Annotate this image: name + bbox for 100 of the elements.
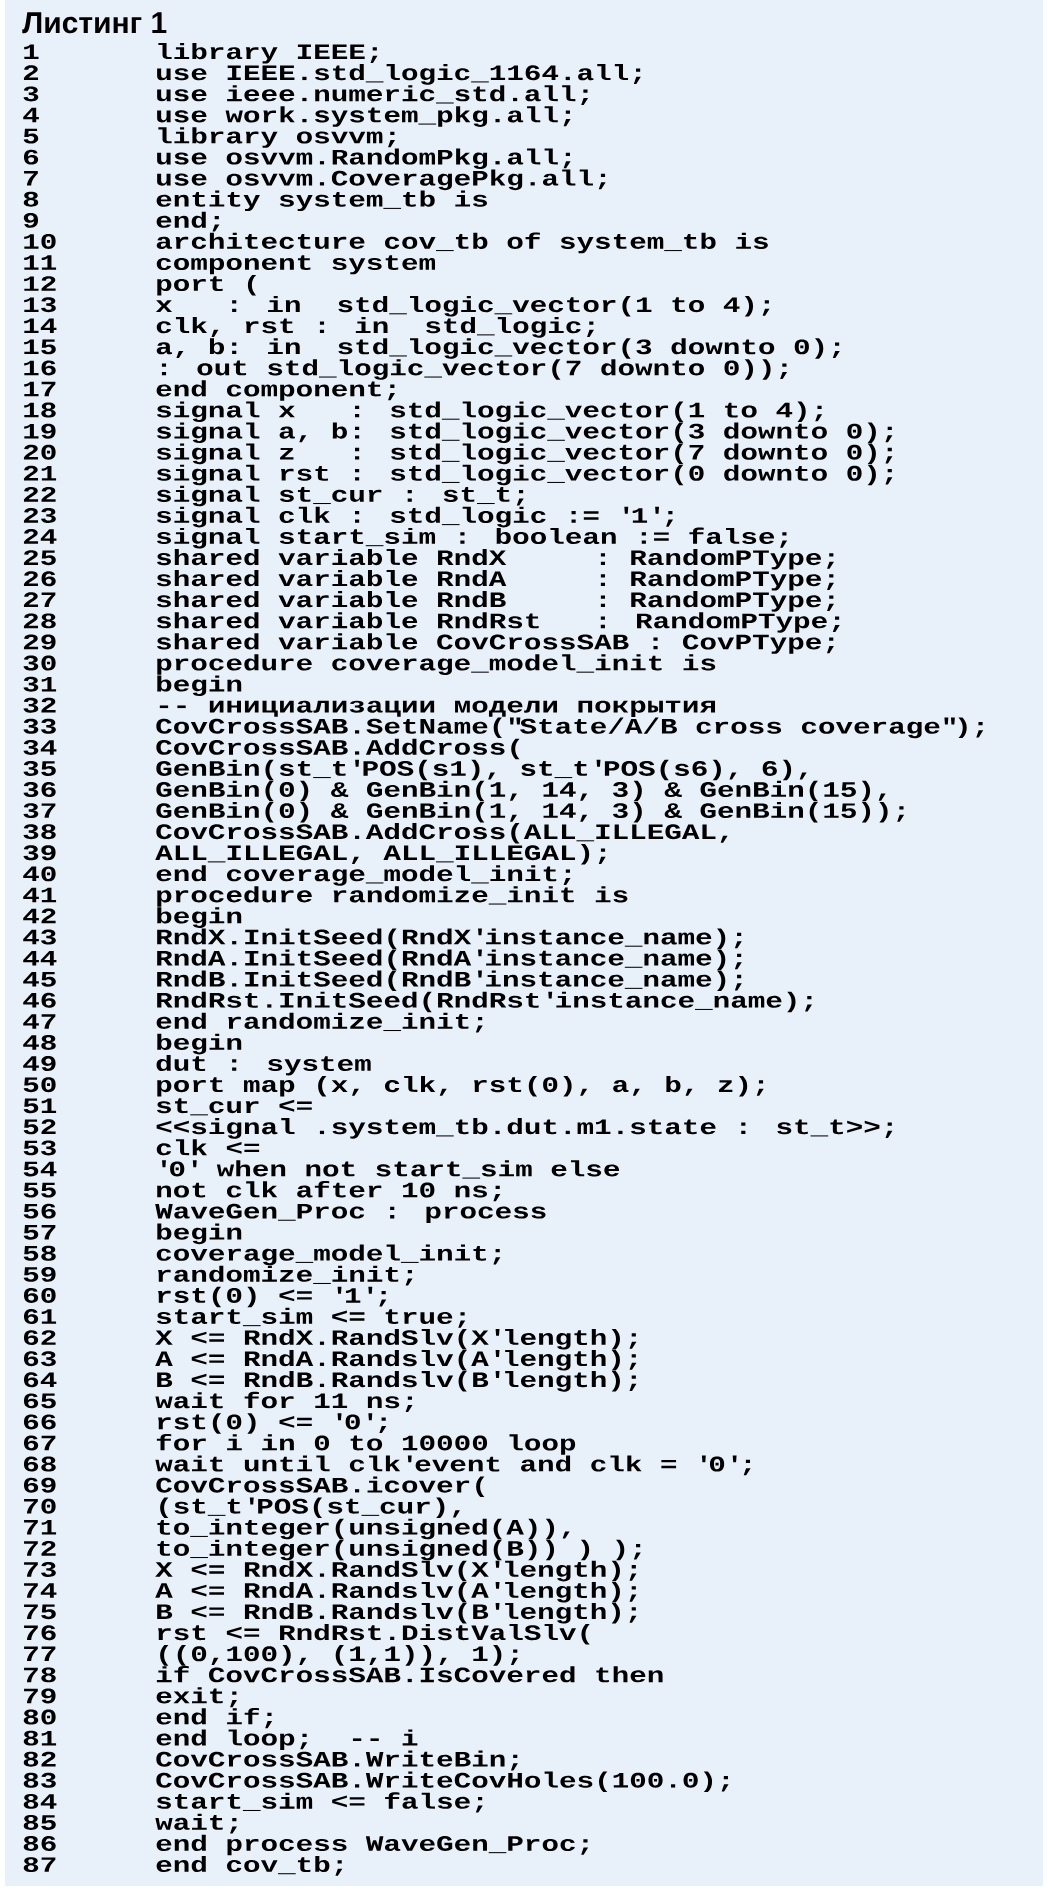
code-line: port ( <box>157 274 257 296</box>
code-line: rst <= RndRst.DistValSlv( <box>158 1624 590 1645</box>
line-number: 38 <box>23 824 56 840</box>
code-line: CovCrossSAB.icover( <box>156 1476 485 1497</box>
code-line: end if; <box>156 1708 273 1729</box>
code-line: use IEEE.std_logic_1164.all; <box>157 64 641 85</box>
code-line: shared variable RndB : RandomPType; <box>156 591 834 612</box>
line-number: 53 <box>23 1140 56 1156</box>
code-line: signal clk : std_logic := '1'; <box>156 506 674 528</box>
line-number: 22 <box>23 486 56 502</box>
code-line: wait until clk'event and clk = '0'; <box>155 1455 751 1476</box>
line-number: 47 <box>23 1014 56 1029</box>
code-line: use work.system_pkg.all; <box>157 106 571 127</box>
line-number: 79 <box>24 1688 56 1704</box>
code-line: RndRst.InitSeed(RndRst'instance_name); <box>157 991 812 1013</box>
line-number: 46 <box>23 992 56 1008</box>
line-number: 9 <box>23 212 38 228</box>
code-line: GenBin(0) & GenBin(1, 14, 3) & GenBin(15)); <box>156 801 905 823</box>
line-number: 13 <box>24 297 56 313</box>
code-line: shared variable RndX : RandomPType; <box>156 548 834 570</box>
line-number: 2 <box>23 65 39 81</box>
line-number: 56 <box>23 1203 56 1219</box>
code-line: signal rst : std_logic_vector(0 downto 0); <box>156 464 893 486</box>
line-number: 23 <box>23 508 56 523</box>
line-number: 84 <box>23 1793 57 1809</box>
line-number: 49 <box>23 1056 56 1072</box>
line-number: 37 <box>23 803 56 819</box>
line-number: 11 <box>24 255 57 270</box>
line-number: 30 <box>23 655 56 671</box>
line-number: 39 <box>23 845 56 861</box>
code-line: st_cur <= <box>156 1098 312 1116</box>
line-number: 87 <box>23 1857 56 1873</box>
code-line: library osvvm; <box>158 127 395 148</box>
code-line: exit; <box>156 1687 237 1708</box>
code-line: CovCrossSAB.WriteBin; <box>156 1750 518 1771</box>
line-number: 35 <box>23 761 56 776</box>
line-number: 74 <box>24 1583 57 1598</box>
code-line: X <= RndX.RandSlv(X'length); <box>155 1560 637 1582</box>
line-number: 18 <box>24 402 56 418</box>
code-line: -- инициализации модели покрытия <box>159 700 715 718</box>
line-number: 57 <box>23 1225 56 1240</box>
line-number: 8 <box>23 191 39 207</box>
code-line: end component; <box>156 380 395 401</box>
line-number: 55 <box>23 1182 56 1198</box>
line-number: 17 <box>24 381 56 397</box>
line-number: 3 <box>23 86 39 102</box>
line-number: 15 <box>24 339 56 355</box>
line-number: 34 <box>23 739 57 755</box>
code-line: procedure randomize_init is <box>157 886 628 907</box>
code-line: signal z : std_logic_vector(7 downto 0); <box>156 443 893 465</box>
code-line: a, b: in std_logic_vector(3 downto 0); <box>156 338 840 359</box>
code-line: ((0,100), (1,1)), 1); <box>160 1645 518 1666</box>
line-number: 41 <box>23 887 57 903</box>
code-line: RndB.InitSeed(RndB'instance_name); <box>157 970 742 992</box>
code-line: start_sim <= true; <box>156 1307 466 1328</box>
line-number: 83 <box>23 1772 56 1788</box>
line-number: 75 <box>24 1604 56 1620</box>
line-number: 32 <box>23 697 56 713</box>
line-number: 86 <box>23 1836 56 1851</box>
line-number: 85 <box>23 1815 56 1830</box>
line-number: 33 <box>23 718 56 734</box>
line-number: 69 <box>24 1477 56 1493</box>
code-line: procedure coverage_model_init is <box>157 654 716 675</box>
code-line: signal a, b: std_logic_vector(3 downto 0); <box>156 422 893 444</box>
code-line: B <= RndB.Randslv(B'length); <box>157 1602 637 1624</box>
code-line: CovCrossSAB.AddCross( <box>156 738 520 760</box>
code-line: clk <= <box>156 1139 260 1156</box>
line-number: 51 <box>23 1098 57 1114</box>
line-number: 65 <box>24 1393 56 1409</box>
code-line: begin <box>157 1223 242 1245</box>
line-number: 59 <box>23 1266 56 1282</box>
code-line: if CovCrossSAB.IsCovered then <box>156 1665 663 1683</box>
code-line: GenBin(0) & GenBin(1, 14, 3) & GenBin(15), <box>156 780 886 802</box>
code-line: dut : system <box>156 1054 371 1076</box>
code-line: component system <box>156 255 435 275</box>
code-line: (st_t'POS(st_cur), <box>160 1497 460 1519</box>
line-number: 67 <box>24 1435 56 1451</box>
line-number: 76 <box>24 1625 56 1641</box>
line-number: 60 <box>24 1288 56 1303</box>
code-line: RndX.InitSeed(RndX'instance_name); <box>157 928 742 949</box>
code-line: signal st_cur : st_t; <box>156 485 524 507</box>
line-number: 7 <box>24 171 38 186</box>
code-line: shared variable CovCrossSAB : CovPType; <box>156 633 834 654</box>
code-line: GenBin(st_t'POS(s1), st_t'POS(s6), 6), <box>156 759 807 781</box>
code-line: begin <box>157 907 242 928</box>
line-number: 64 <box>24 1372 57 1388</box>
line-number: 1 <box>24 44 39 59</box>
code-line: WaveGen_Proc : process <box>155 1203 546 1223</box>
code-line: not clk after 10 ns; <box>157 1181 501 1202</box>
code-line: port map (x, clk, rst(0), a, b, z); <box>157 1075 764 1097</box>
line-number: 73 <box>24 1562 56 1577</box>
line-number: 31 <box>23 676 57 692</box>
code-line: library IEEE; <box>158 43 378 64</box>
code-line: wait; <box>155 1813 237 1834</box>
line-number: 43 <box>23 929 56 945</box>
line-number: 28 <box>23 613 56 629</box>
code-line: wait for 11 ns; <box>155 1391 413 1412</box>
code-line: RndA.InitSeed(RndA'instance_name); <box>157 949 742 970</box>
code-line: CovCrossSAB.SetName("State/A/B cross coverage"); <box>156 717 984 739</box>
code-line: signal x : std_logic_vector(1 to 4); <box>156 401 823 422</box>
